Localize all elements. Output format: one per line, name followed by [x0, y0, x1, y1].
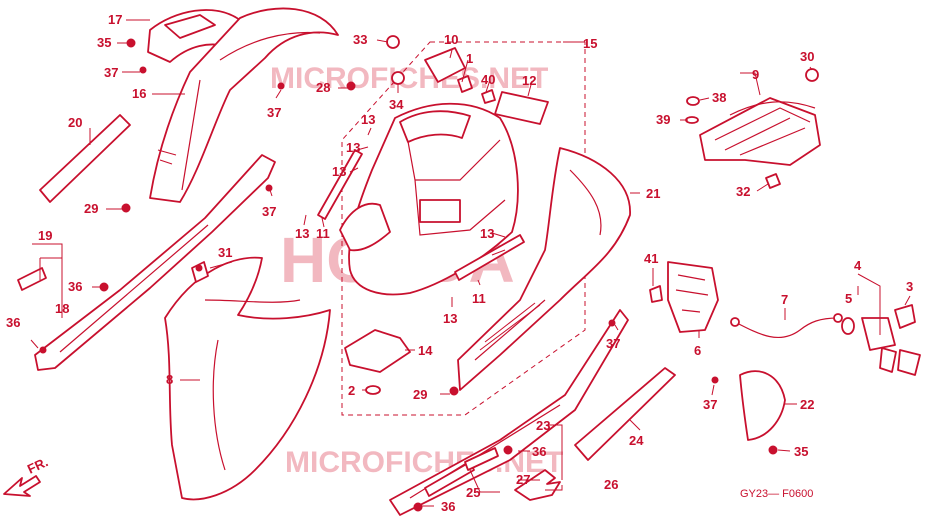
callout-36: 36: [532, 444, 546, 459]
part-32-cap: [765, 173, 781, 189]
part-12-reflector: [494, 91, 549, 125]
callout-13: 13: [443, 311, 457, 326]
part-14-bracket: [344, 329, 411, 373]
callout-3: 3: [906, 279, 913, 294]
part-30-cap: [805, 68, 819, 82]
front-direction-arrow: FR.: [3, 454, 50, 497]
callout-5: 5: [845, 291, 852, 306]
callout-12: 12: [522, 73, 536, 88]
callout-35: 35: [794, 444, 808, 459]
callout-13: 13: [332, 164, 346, 179]
callout-15: 15: [583, 36, 597, 51]
callout-11: 11: [472, 291, 486, 306]
callout-11: 11: [316, 226, 330, 241]
part-2-washer: [365, 385, 381, 395]
callout-24: 24: [629, 433, 644, 448]
callout-8: 8: [166, 372, 173, 387]
callout-37: 37: [703, 397, 717, 412]
part-1-clip: [457, 75, 473, 93]
callout-25: 25: [466, 485, 480, 500]
callout-14: 14: [418, 343, 433, 358]
callout-28: 28: [316, 80, 330, 95]
part-34-grommet: [391, 71, 405, 85]
callout-1: 1: [466, 51, 473, 66]
callout-13: 13: [361, 112, 375, 127]
callout-30: 30: [800, 49, 814, 64]
callout-23: 23: [536, 418, 550, 433]
callout-36: 36: [6, 315, 20, 330]
callout-4: 4: [854, 258, 862, 273]
callout-41: 41: [644, 251, 658, 266]
part-23-lower-rail: [389, 309, 629, 516]
callout-13: 13: [480, 226, 494, 241]
part-16-17-inner-cover: [147, 7, 339, 203]
part-10-lid: [424, 47, 466, 83]
callout-10: 10: [444, 32, 458, 47]
callout-20: 20: [68, 115, 82, 130]
callout-21: 21: [646, 186, 660, 201]
callout-40: 40: [481, 72, 495, 87]
part-11-strip-right: [454, 234, 525, 281]
part-19-pad: [17, 267, 47, 291]
callout-36: 36: [68, 279, 82, 294]
callout-17: 17: [108, 12, 122, 27]
callout-31: 31: [218, 245, 232, 260]
part-6-seat-latch: [667, 261, 719, 333]
callout-13: 13: [295, 226, 309, 241]
watermark-top: MICROFICHES.NET: [270, 62, 548, 95]
callout-2: 2: [348, 383, 355, 398]
fasteners: [39, 38, 778, 512]
part-15-luggage-box: [339, 102, 519, 296]
diagram-code: GY23— F0600: [740, 488, 813, 500]
callout-38: 38: [712, 90, 726, 105]
callout-18: 18: [55, 301, 69, 316]
callout-6: 6: [694, 343, 701, 358]
callout-27: 27: [516, 472, 530, 487]
callout-13: 13: [346, 140, 360, 155]
part-18-side-rail: [34, 154, 276, 371]
callout-29: 29: [84, 201, 98, 216]
part-21-side-cover: [457, 147, 631, 391]
part-11-strip-left: [317, 149, 363, 220]
part-38-nut: [686, 96, 700, 106]
part-24-strip: [574, 367, 676, 461]
callout-39: 39: [656, 112, 670, 127]
part-33-grommet: [386, 35, 400, 49]
part-7-cable: [734, 317, 839, 339]
callout-33: 33: [353, 32, 367, 47]
part-20-strip: [39, 114, 131, 203]
part-22-cover: [739, 370, 786, 441]
callout-35: 35: [97, 35, 111, 50]
callout-numbers: 17 35 37 16 37 20 29 37 19 18 36 36 31 8…: [6, 12, 913, 514]
part-26-bracket: [514, 469, 561, 501]
callout-37: 37: [267, 105, 281, 120]
part-41-bolt: [649, 285, 663, 303]
callout-7: 7: [781, 292, 788, 307]
part-9-rear-carrier: [699, 97, 821, 166]
callout-37: 37: [262, 204, 276, 219]
callout-9: 9: [752, 67, 759, 82]
callout-34: 34: [389, 97, 404, 112]
callout-37: 37: [104, 65, 118, 80]
callout-37: 37: [606, 336, 620, 351]
callout-26: 26: [604, 477, 618, 492]
leader-lines: [30, 19, 911, 507]
callout-16: 16: [132, 86, 146, 101]
callout-19: 19: [38, 228, 52, 243]
callout-29: 29: [413, 387, 427, 402]
part-4-lock-set: [841, 304, 921, 376]
direction-label: FR.: [25, 454, 50, 476]
part-40-clip: [481, 89, 496, 104]
callout-36: 36: [441, 499, 455, 514]
callout-32: 32: [736, 184, 750, 199]
callout-22: 22: [800, 397, 814, 412]
